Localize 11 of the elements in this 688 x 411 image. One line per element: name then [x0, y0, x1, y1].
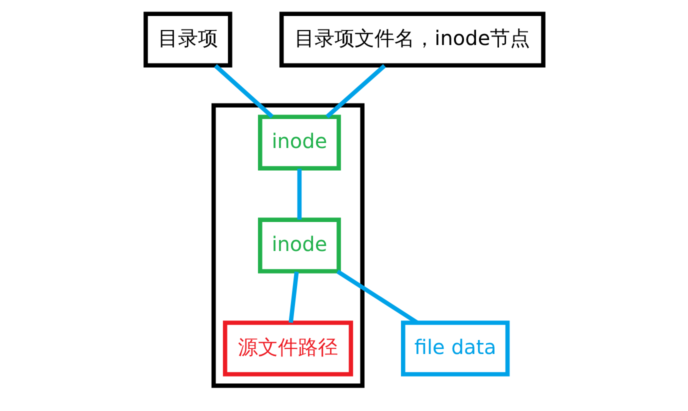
connector: [325, 64, 386, 118]
connector: [296, 168, 302, 220]
cluster: [211, 103, 364, 388]
node-box: 目录项: [143, 12, 232, 68]
node-box: 目录项文件名，inode节点: [278, 12, 545, 68]
node-box: file data: [400, 320, 510, 376]
node-box: inode: [257, 114, 340, 170]
connector: [214, 64, 274, 118]
connector: [288, 271, 298, 323]
node-box: 源文件路径: [222, 320, 353, 376]
node-box: inode: [257, 218, 340, 274]
